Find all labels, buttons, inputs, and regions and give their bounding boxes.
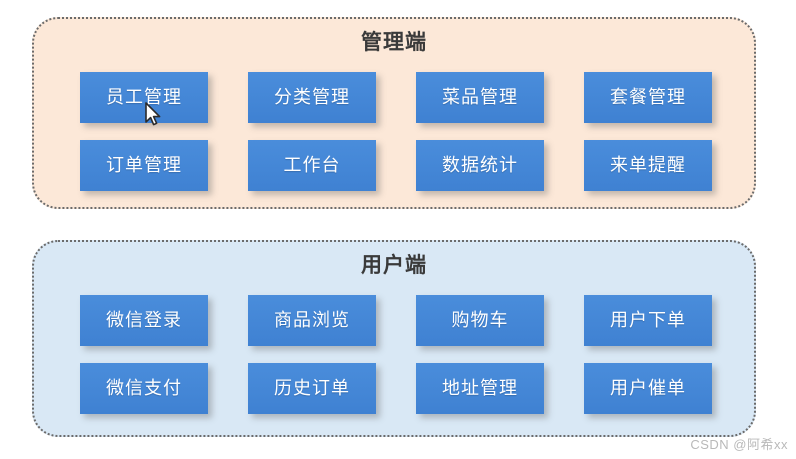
- node-user-place-order[interactable]: 用户下单: [584, 295, 712, 346]
- panel-admin-row-1: 员工管理 分类管理 菜品管理 套餐管理: [80, 72, 712, 123]
- node-dish-management[interactable]: 菜品管理: [416, 72, 544, 123]
- node-user-order-reminder[interactable]: 用户催单: [584, 363, 712, 414]
- cell: 历史订单: [248, 363, 376, 414]
- node-employee-management[interactable]: 员工管理: [80, 72, 208, 123]
- cell: 套餐管理: [584, 72, 712, 123]
- cell: 用户下单: [584, 295, 712, 346]
- node-setmeal-management[interactable]: 套餐管理: [584, 72, 712, 123]
- node-workbench[interactable]: 工作台: [248, 140, 376, 191]
- cell: 工作台: [248, 140, 376, 191]
- node-wechat-login[interactable]: 微信登录: [80, 295, 208, 346]
- cell: 用户催单: [584, 363, 712, 414]
- panel-user: 用户端 微信登录 商品浏览 购物车 用户下单 微信支付: [32, 240, 756, 437]
- node-shopping-cart[interactable]: 购物车: [416, 295, 544, 346]
- node-order-management[interactable]: 订单管理: [80, 140, 208, 191]
- panel-admin-row-2: 订单管理 工作台 数据统计 来单提醒: [80, 140, 712, 191]
- node-product-browse[interactable]: 商品浏览: [248, 295, 376, 346]
- cell: 员工管理: [80, 72, 208, 123]
- node-category-management[interactable]: 分类管理: [248, 72, 376, 123]
- cell: 商品浏览: [248, 295, 376, 346]
- panel-admin-title: 管理端: [361, 31, 427, 54]
- cell: 数据统计: [416, 140, 544, 191]
- panel-admin: 管理端 员工管理 分类管理 菜品管理 套餐管理 订单管理: [32, 17, 756, 209]
- panel-admin-grid: 员工管理 分类管理 菜品管理 套餐管理 订单管理 工作台: [80, 72, 712, 191]
- node-new-order-reminder[interactable]: 来单提醒: [584, 140, 712, 191]
- cell: 地址管理: [416, 363, 544, 414]
- watermark: CSDN @阿希xx: [690, 437, 788, 452]
- panel-user-grid: 微信登录 商品浏览 购物车 用户下单 微信支付 历史订单: [80, 295, 712, 414]
- cell: 菜品管理: [416, 72, 544, 123]
- cell: 来单提醒: [584, 140, 712, 191]
- node-history-orders[interactable]: 历史订单: [248, 363, 376, 414]
- panel-user-row-2: 微信支付 历史订单 地址管理 用户催单: [80, 363, 712, 414]
- cell: 购物车: [416, 295, 544, 346]
- node-data-statistics[interactable]: 数据统计: [416, 140, 544, 191]
- cell: 微信登录: [80, 295, 208, 346]
- node-wechat-pay[interactable]: 微信支付: [80, 363, 208, 414]
- panel-user-row-1: 微信登录 商品浏览 购物车 用户下单: [80, 295, 712, 346]
- cell: 订单管理: [80, 140, 208, 191]
- panel-user-title: 用户端: [361, 254, 427, 277]
- node-address-management[interactable]: 地址管理: [416, 363, 544, 414]
- cell: 分类管理: [248, 72, 376, 123]
- cell: 微信支付: [80, 363, 208, 414]
